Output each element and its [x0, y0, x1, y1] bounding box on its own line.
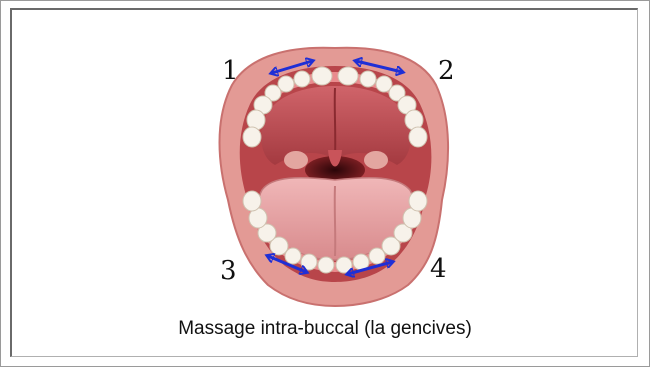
right-tonsil	[364, 151, 388, 169]
marker-1: 1	[222, 58, 239, 84]
caption: Massage intra-buccal (la gencives)	[0, 318, 650, 340]
palate-midline	[335, 88, 336, 158]
tongue-groove	[335, 186, 336, 256]
marker-4: 4	[430, 256, 447, 282]
left-tonsil	[284, 151, 308, 169]
marker-2: 2	[438, 58, 455, 84]
marker-3: 3	[220, 258, 237, 284]
